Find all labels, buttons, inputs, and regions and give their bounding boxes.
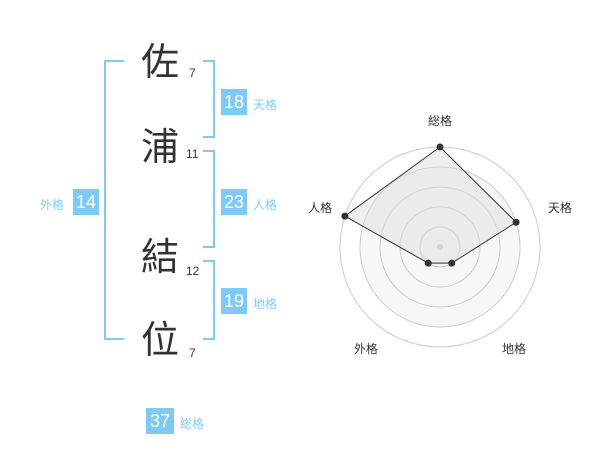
jinkaku-value: 23 <box>221 189 247 215</box>
name-char-3: 結 <box>141 235 180 279</box>
gaikaku-label: 外格 <box>40 198 65 212</box>
radar-axis-label-3: 地格 <box>502 341 526 356</box>
radar-axis-label-4: 外格 <box>354 341 378 356</box>
radar-axis-label-2: 天格 <box>548 200 572 215</box>
chikaku-label: 地格 <box>253 297 278 311</box>
radar-point-4 <box>424 259 432 267</box>
radar-center <box>437 244 443 250</box>
jinkaku-label: 人格 <box>253 198 278 212</box>
jinkaku-bracket <box>203 150 215 248</box>
radar-series-polygon <box>343 146 517 264</box>
chikaku-value: 19 <box>221 288 247 314</box>
tenkaku-value: 18 <box>221 89 247 115</box>
radar-point-2 <box>512 218 520 226</box>
gaikaku-value: 14 <box>73 189 99 215</box>
radar-point-5 <box>341 212 349 220</box>
stroke-count-2: 11 <box>186 147 199 161</box>
radar-point-3 <box>448 259 456 267</box>
soukaku-value: 37 <box>146 408 174 434</box>
name-char-1: 佐 <box>141 40 180 84</box>
gaikaku-bracket <box>104 60 124 340</box>
radar-axis-label-5: 人格 <box>308 200 332 215</box>
name-char-2: 浦 <box>141 125 180 169</box>
stroke-count-1: 7 <box>189 66 196 80</box>
soukaku-label: 総格 <box>180 417 205 431</box>
radar-point-1 <box>436 143 444 151</box>
chikaku-bracket <box>203 260 215 340</box>
stroke-count-3: 12 <box>186 264 200 278</box>
tenkaku-bracket <box>203 60 215 138</box>
radar-inner-ring-1 <box>419 226 461 268</box>
radar-inner-ring-3 <box>379 186 501 308</box>
name-char-4: 位 <box>141 318 180 362</box>
radar-axis-label-1: 総格 <box>428 113 452 128</box>
tenkaku-label: 天格 <box>253 98 278 112</box>
stroke-count-4: 7 <box>189 346 196 360</box>
